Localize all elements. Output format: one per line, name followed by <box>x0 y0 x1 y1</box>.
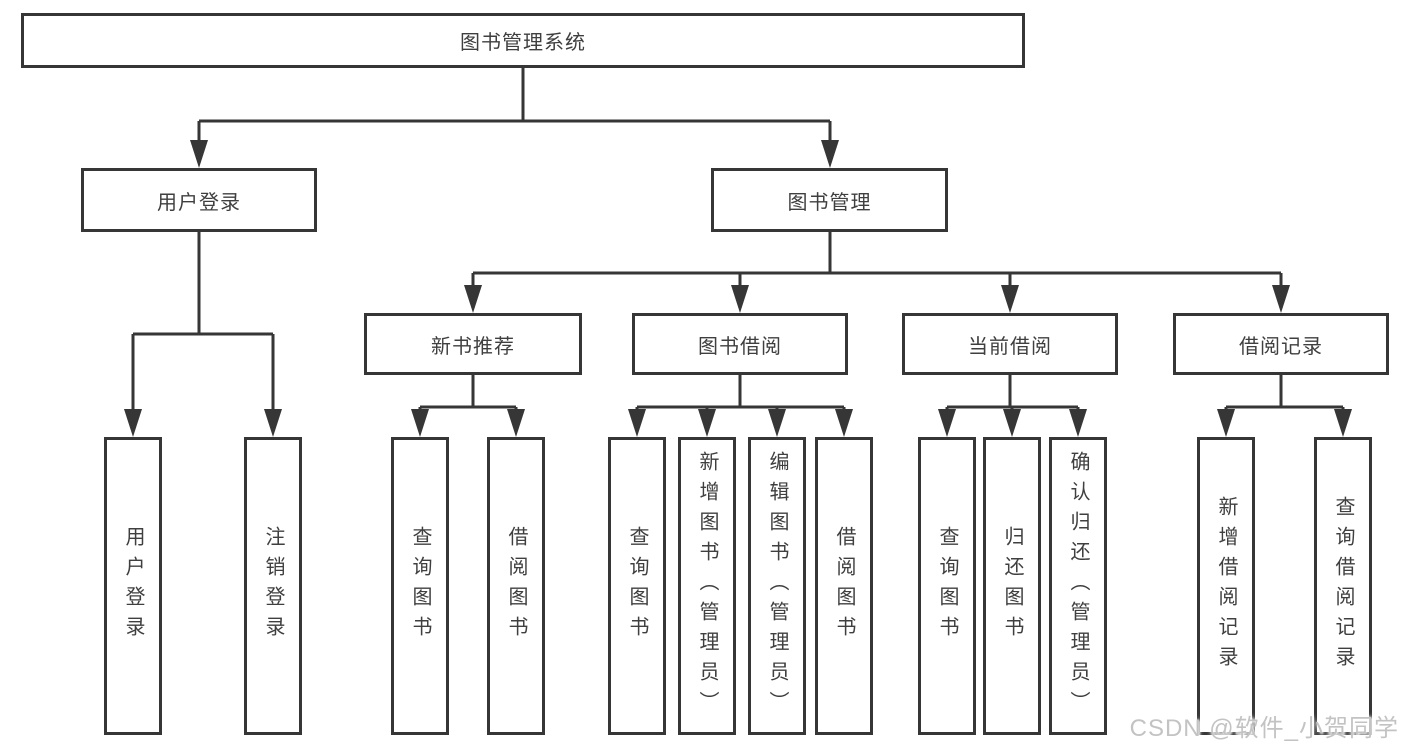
leaf-edit-book-admin: 编辑图书（管理员） <box>748 437 806 735</box>
leaf-add-borrow-record: 新增借阅记录 <box>1197 437 1255 735</box>
csdn-watermark: CSDN @软件_小贺同学 <box>1129 715 1399 742</box>
node-book-borrow-label: 图书借阅 <box>698 335 782 358</box>
leaf-borrow-books-recommend-label: 借阅图书 <box>505 526 527 646</box>
leaf-confirm-return-admin: 确认归还（管理员） <box>1049 437 1107 735</box>
leaf-add-book-admin-label: 新增图书（管理员） <box>696 451 718 721</box>
leaf-user-login-label: 用户登录 <box>122 526 144 646</box>
node-user-login: 用户登录 <box>81 168 317 232</box>
leaf-query-books-borrow: 查询图书 <box>608 437 666 735</box>
node-new-book-recommend-label: 新书推荐 <box>431 335 515 358</box>
leaf-logout-label: 注销登录 <box>262 526 284 646</box>
leaf-add-borrow-record-label: 新增借阅记录 <box>1215 496 1237 676</box>
leaf-confirm-return-admin-label: 确认归还（管理员） <box>1067 451 1089 721</box>
leaf-query-books-current: 查询图书 <box>918 437 976 735</box>
node-current-borrow: 当前借阅 <box>902 313 1118 375</box>
leaf-query-borrow-record: 查询借阅记录 <box>1314 437 1372 735</box>
leaf-add-book-admin: 新增图书（管理员） <box>678 437 736 735</box>
leaf-return-books-label: 归还图书 <box>1001 526 1023 646</box>
node-new-book-recommend: 新书推荐 <box>364 313 582 375</box>
node-user-login-label: 用户登录 <box>157 191 241 214</box>
node-borrow-records: 借阅记录 <box>1173 313 1389 375</box>
node-book-borrow: 图书借阅 <box>632 313 848 375</box>
node-book-management-label: 图书管理 <box>787 191 872 214</box>
node-root: 图书管理系统 <box>21 13 1025 68</box>
node-borrow-records-label: 借阅记录 <box>1239 335 1323 358</box>
leaf-edit-book-admin-label: 编辑图书（管理员） <box>766 451 788 721</box>
leaf-query-borrow-record-label: 查询借阅记录 <box>1332 496 1354 676</box>
leaf-query-books-recommend: 查询图书 <box>391 437 449 735</box>
leaf-query-books-current-label: 查询图书 <box>936 526 958 646</box>
leaf-borrow-books-borrow-label: 借阅图书 <box>833 526 855 646</box>
leaf-borrow-books-borrow: 借阅图书 <box>815 437 873 735</box>
leaf-borrow-books-recommend: 借阅图书 <box>487 437 545 735</box>
leaf-query-books-borrow-label: 查询图书 <box>626 526 648 646</box>
leaf-return-books: 归还图书 <box>983 437 1041 735</box>
node-current-borrow-label: 当前借阅 <box>968 335 1052 358</box>
arrowheads <box>124 140 1352 437</box>
node-root-label: 图书管理系统 <box>460 32 586 54</box>
leaf-logout: 注销登录 <box>244 437 302 735</box>
node-book-management: 图书管理 <box>711 168 948 232</box>
leaf-user-login: 用户登录 <box>104 437 162 735</box>
leaf-query-books-recommend-label: 查询图书 <box>409 526 431 646</box>
